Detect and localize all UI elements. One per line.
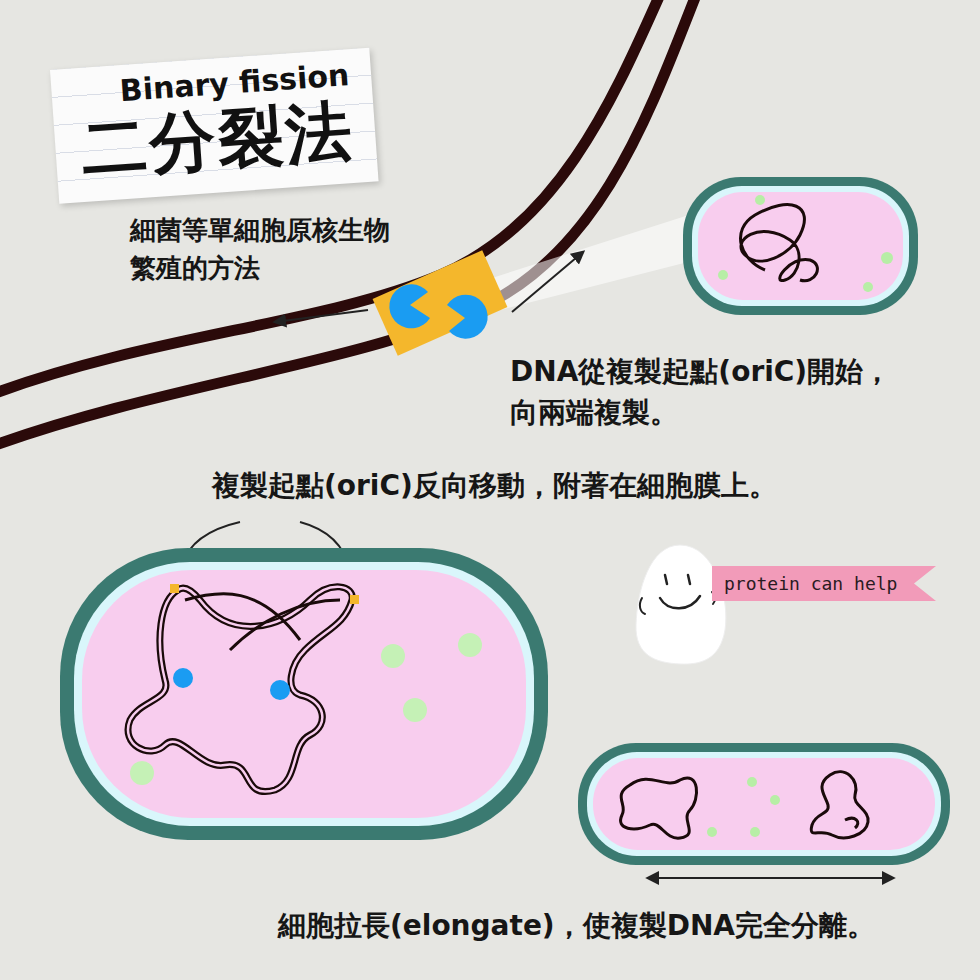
shape	[707, 827, 717, 837]
shape	[128, 587, 352, 792]
direction-arrow	[275, 310, 368, 322]
shape	[593, 758, 935, 850]
caption-text: 複製起點(oriC)反向移動，附著在細胞膜上。	[212, 466, 777, 507]
shape	[458, 633, 482, 657]
shape	[665, 575, 667, 584]
shape	[350, 595, 359, 604]
shape	[170, 584, 179, 593]
shape	[811, 772, 868, 838]
shape	[881, 252, 893, 264]
caption-text: 細胞拉長(elongate)，使複製DNA完全分離。	[278, 906, 875, 947]
shape	[750, 827, 760, 837]
shape	[692, 186, 909, 306]
shape	[128, 587, 352, 792]
replication-fork	[373, 250, 508, 355]
node-text: protein can help	[724, 573, 897, 594]
shape	[863, 282, 873, 292]
shape	[82, 570, 526, 818]
direction-arrow	[512, 252, 583, 312]
shape	[683, 177, 918, 315]
node-text: 二分裂法	[79, 93, 356, 188]
title-card: Binary fission二分裂法	[50, 48, 379, 204]
shape	[60, 548, 548, 840]
shape	[770, 795, 780, 805]
cell-small	[683, 177, 918, 315]
shape	[636, 545, 726, 664]
shape	[621, 778, 697, 838]
shape	[578, 743, 950, 865]
shape	[747, 777, 757, 787]
caption-text: DNA從複製起點(oriC)開始， 向兩端複製。	[510, 352, 900, 433]
shape	[755, 195, 765, 205]
shape	[698, 192, 903, 300]
shape	[74, 562, 534, 826]
shape	[660, 596, 700, 608]
shape	[741, 205, 818, 281]
protein-character	[636, 545, 726, 664]
shape	[381, 644, 405, 668]
shape	[173, 668, 193, 688]
shape	[373, 250, 508, 355]
flag-fill	[712, 566, 936, 601]
shape	[447, 295, 488, 339]
shape	[185, 594, 340, 650]
shape	[270, 680, 290, 700]
shape	[403, 698, 427, 722]
caption-text: 細菌等單細胞原核生物 繁殖的方法	[130, 212, 398, 287]
shape	[0, 0, 662, 395]
shape	[688, 575, 690, 584]
shape	[587, 752, 941, 856]
cell-elongated	[578, 743, 950, 865]
cell-large	[60, 548, 548, 840]
shape	[389, 284, 430, 328]
shape	[718, 270, 728, 280]
speech-flag: protein can help	[712, 566, 935, 601]
shape	[640, 598, 645, 614]
shape	[130, 761, 154, 785]
length-arrow	[648, 877, 893, 879]
